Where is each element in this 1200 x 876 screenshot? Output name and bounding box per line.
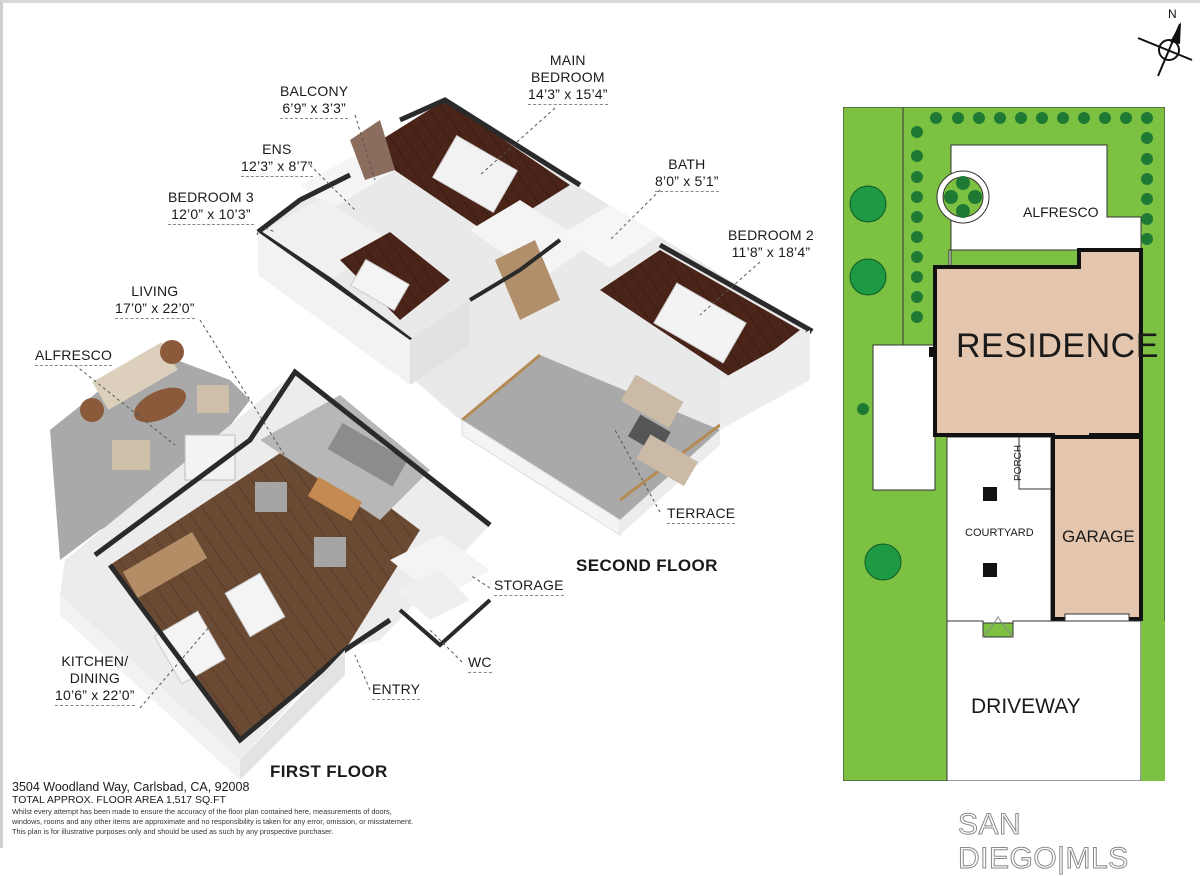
site-label-courtyard: COURTYARD	[965, 527, 1034, 539]
room-name: BALCONY	[280, 83, 349, 99]
room-name-line1: KITCHEN/	[61, 653, 129, 669]
total-floor-area: TOTAL APPROX. FLOOR AREA 1,517 SQ.FT	[12, 794, 226, 806]
second-floor-title: SECOND FLOOR	[576, 556, 718, 575]
first-floor-title: FIRST FLOOR	[270, 762, 388, 781]
site-label-alfresco: ALFRESCO	[1023, 204, 1099, 220]
site-label-residence: RESIDENCE	[956, 327, 1159, 365]
room-name: TERRACE	[667, 505, 736, 521]
room-name-line2: BEDROOM	[530, 69, 605, 85]
label-alfresco: ALFRESCO	[35, 347, 113, 366]
room-name: BATH	[668, 156, 706, 172]
room-dims: 14’3” x 15’4”	[528, 86, 608, 102]
site-plan: ALFRESCO RESIDENCE PORCH COURTYARD GARAG…	[842, 106, 1166, 782]
site-label-driveway: DRIVEWAY	[971, 695, 1081, 718]
first-floor-plan	[50, 340, 492, 780]
label-balcony: BALCONY 6’9” x 3’3”	[280, 83, 349, 119]
second-floor-plan	[256, 97, 814, 536]
site-plan-drawing	[842, 106, 1166, 782]
room-name: BEDROOM 2	[728, 227, 814, 243]
property-address: 3504 Woodland Way, Carlsbad, CA, 92008	[12, 780, 250, 794]
compass-north-icon: N	[1132, 4, 1196, 85]
room-name: ENS	[262, 141, 292, 157]
room-dims: 11’8” x 18’4”	[731, 244, 811, 260]
room-dims: 17’0” x 22’0”	[115, 300, 195, 316]
room-name: LIVING	[131, 283, 179, 299]
label-kitchen-dining: KITCHEN/ DINING 10’6” x 22’0”	[55, 653, 135, 706]
room-name: ALFRESCO	[35, 347, 113, 363]
label-living: LIVING 17’0” x 22’0”	[115, 283, 195, 319]
page-frame	[0, 0, 1200, 848]
label-bedroom-3: BEDROOM 3 12’0” x 10’3”	[168, 189, 254, 225]
label-ens: ENS 12’3” x 8’7”	[241, 141, 313, 177]
site-label-porch: PORCH	[1013, 444, 1024, 481]
room-dims: 6’9” x 3’3”	[282, 100, 346, 116]
label-bedroom-2: BEDROOM 2 11’8” x 18’4”	[728, 227, 814, 261]
room-name-line2: DINING	[69, 670, 120, 686]
site-label-garage: GARAGE	[1062, 527, 1135, 546]
room-name: BEDROOM 3	[168, 189, 254, 205]
label-bath: BATH 8’0” x 5’1”	[655, 156, 719, 192]
disclaimer-line-3: This plan is for illustrative purposes o…	[12, 827, 334, 836]
room-dims: 8’0” x 5’1”	[655, 173, 719, 189]
room-dims: 12’3” x 8’7”	[241, 158, 313, 174]
room-dims: 12’0” x 10’3”	[171, 206, 251, 222]
leader-lines	[74, 107, 761, 709]
compass-label: N	[1168, 7, 1177, 21]
room-name: ENTRY	[372, 681, 421, 697]
room-name: WC	[468, 654, 492, 670]
label-main-bedroom: MAIN BEDROOM 14’3” x 15’4”	[528, 52, 608, 105]
label-terrace: TERRACE	[667, 505, 736, 524]
disclaimer-line-2: windows, rooms and any other items are a…	[12, 817, 414, 826]
room-name-line1: MAIN	[549, 52, 586, 68]
room-dims: 10’6” x 22’0”	[55, 687, 135, 703]
footer-info: 3504 Woodland Way, Carlsbad, CA, 92008 T…	[12, 780, 492, 837]
label-wc: WC	[468, 654, 492, 673]
room-name: STORAGE	[494, 577, 564, 593]
label-storage: STORAGE	[494, 577, 564, 596]
label-entry: ENTRY	[372, 681, 421, 700]
disclaimer-line-1: Whilst every attempt has been made to en…	[12, 807, 392, 816]
floor-plan-illustration	[50, 97, 814, 780]
san-diego-mls-watermark: SAN DIEGO|MLS	[958, 808, 1129, 876]
